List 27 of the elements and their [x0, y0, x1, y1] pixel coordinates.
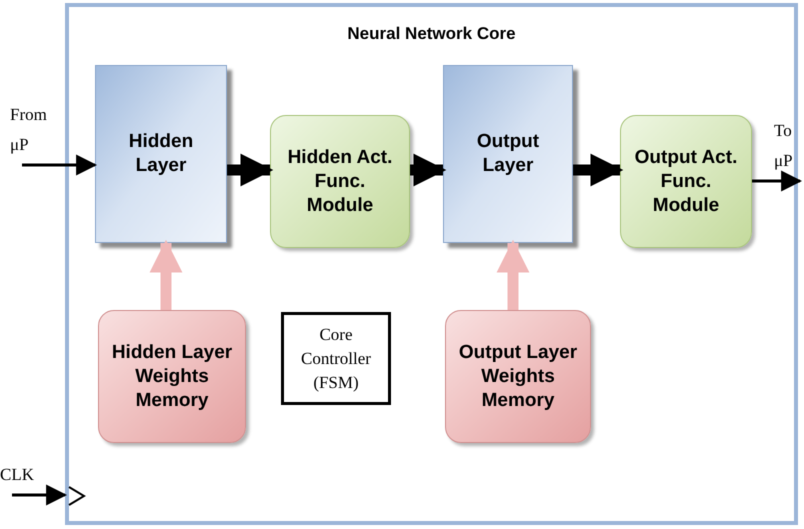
memory-box: [98, 310, 246, 443]
module-box: [270, 115, 410, 248]
memory-box: [445, 310, 591, 443]
edge-label: From μP: [10, 104, 48, 156]
arrow: [22, 154, 98, 176]
arrow: [12, 484, 68, 506]
block-arrow: [496, 240, 530, 310]
arrow: [752, 170, 802, 192]
block-arrow: [150, 240, 182, 310]
block-label: Output Act. Func. Module: [634, 146, 738, 218]
core-frame: [65, 3, 798, 525]
block-arrow: [573, 154, 624, 186]
edge-label: CLK: [0, 464, 35, 486]
block-label: Output Layer Weights Memory: [458, 340, 578, 412]
block-label: Hidden Act. Func. Module: [286, 146, 394, 218]
controller-box: [281, 312, 391, 405]
block-arrow: [410, 154, 446, 186]
block-label: Hidden Layer Weights Memory: [110, 340, 234, 412]
layer-box: [95, 65, 227, 243]
block-label: Core Controller (FSM): [300, 324, 372, 394]
module-box: [620, 115, 752, 248]
block-label: Hidden Layer: [128, 130, 194, 178]
block-label: Output Layer: [476, 130, 540, 178]
layer-box: [443, 65, 573, 243]
block-arrow: [227, 154, 274, 186]
frame-heading: Neural Network Core: [346, 23, 517, 45]
edge-label: To μP: [774, 120, 794, 172]
